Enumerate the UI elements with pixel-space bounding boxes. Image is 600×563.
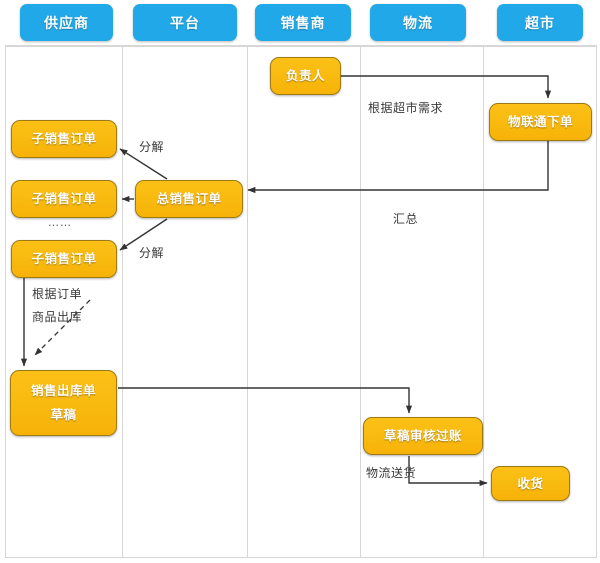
lane-header-label: 供应商 — [44, 15, 89, 32]
connector-note-to-outbound — [34, 299, 91, 356]
lane-header-platform[interactable]: 平台 — [133, 4, 237, 41]
lane-header-reseller[interactable]: 销售商 — [255, 4, 351, 41]
label-summarize: 汇总 — [393, 212, 419, 226]
lane-divider-1 — [122, 46, 123, 558]
node-label: 草稿审核过账 — [383, 428, 462, 444]
lane-divider-2 — [247, 46, 248, 558]
node-sub-order-1[interactable]: 子销售订单 — [11, 120, 117, 158]
node-label: 子销售订单 — [31, 251, 97, 267]
label-per-order-line1: 根据订单 — [32, 287, 83, 301]
node-label: 子销售订单 — [31, 191, 97, 207]
lane-header-supplier[interactable]: 供应商 — [20, 4, 113, 41]
lane-header-label: 超市 — [525, 15, 555, 32]
node-receive[interactable]: 收货 — [491, 466, 570, 501]
node-outbound-draft[interactable]: 销售出库单 草稿 — [10, 370, 117, 436]
node-iot-order[interactable]: 物联通下单 — [489, 103, 592, 141]
node-owner[interactable]: 负责人 — [270, 57, 341, 95]
node-total-order[interactable]: 总销售订单 — [135, 180, 243, 218]
label-decompose-bottom: 分解 — [139, 246, 165, 260]
label-decompose-top: 分解 — [139, 140, 165, 154]
lane-header-label: 物流 — [403, 15, 433, 32]
lane-header-market[interactable]: 超市 — [497, 4, 583, 41]
connector-outbound-to-audit — [118, 387, 413, 414]
node-label: 收货 — [517, 475, 544, 491]
connector-audit-to-receive — [408, 456, 488, 487]
node-sub-order-2[interactable]: 子销售订单 — [11, 180, 117, 218]
connector-total-to-sub1 — [119, 148, 168, 180]
lane-header-label: 销售商 — [280, 15, 326, 32]
connector-owner-to-iot — [341, 75, 552, 99]
node-label-line2: 草稿 — [50, 407, 77, 422]
label-per-market-demand: 根据超市需求 — [368, 101, 444, 115]
node-label: 负责人 — [285, 68, 325, 84]
label-per-order-line2: 商品出库 — [32, 310, 83, 324]
connector-iot-to-total — [247, 141, 549, 194]
lane-divider-3 — [360, 46, 361, 558]
node-label: 销售出库单 — [30, 383, 96, 399]
node-label: 子销售订单 — [31, 131, 97, 147]
lane-header-label: 平台 — [170, 15, 200, 32]
node-label: 物联通下单 — [507, 114, 573, 130]
node-sub-order-3[interactable]: 子销售订单 — [11, 240, 117, 278]
node-label: 总销售订单 — [156, 191, 222, 207]
header-divider-rule — [5, 45, 597, 46]
lane-divider-4 — [483, 46, 484, 558]
node-audit-post[interactable]: 草稿审核过账 — [363, 417, 483, 455]
connector-total-to-sub3 — [119, 218, 168, 251]
label-logistics-deliver: 物流送货 — [366, 466, 417, 480]
ellipsis-more-sub-orders: …… — [48, 216, 72, 229]
lane-header-logistics[interactable]: 物流 — [370, 4, 466, 41]
